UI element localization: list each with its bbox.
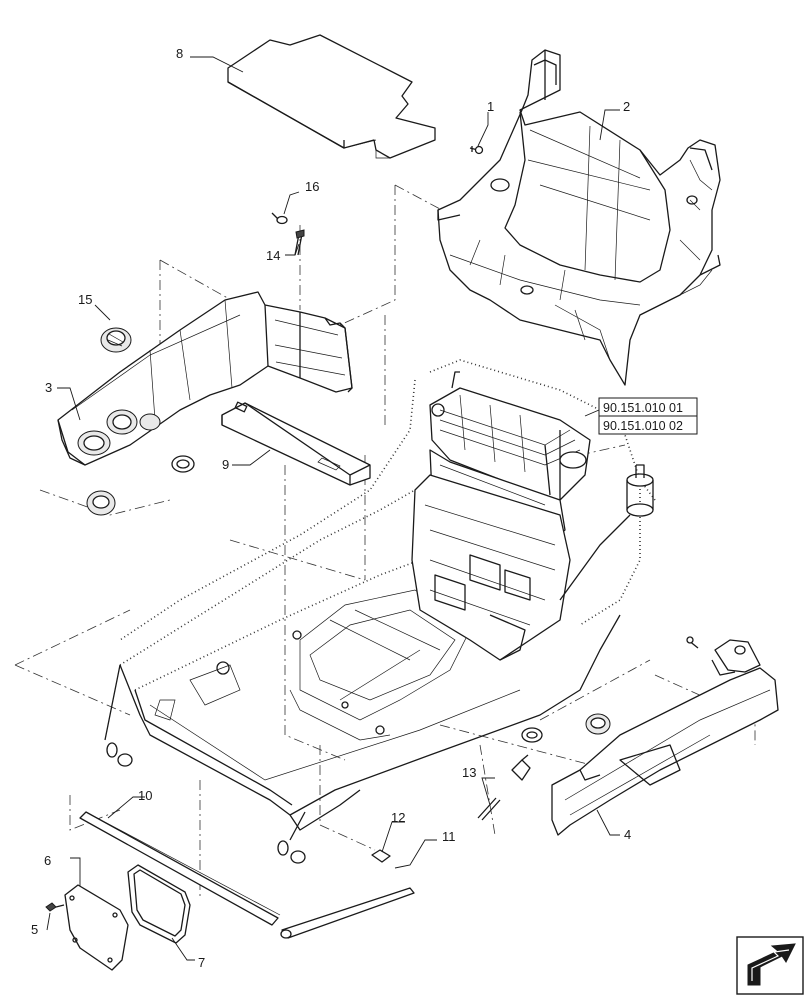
- callout-11: 11: [442, 829, 456, 844]
- part-3-left-duct[interactable]: [57, 291, 353, 466]
- part-12-clip[interactable]: [371, 849, 391, 863]
- part-1-screw[interactable]: [469, 145, 484, 155]
- part-15-vent[interactable]: [100, 327, 132, 353]
- part-4-right-duct[interactable]: [551, 636, 779, 836]
- part-5-screw[interactable]: [45, 902, 65, 912]
- part-10-strip[interactable]: [79, 811, 281, 926]
- part-6-cover[interactable]: [64, 884, 129, 971]
- callout-5: 5: [31, 922, 38, 937]
- vent-ring-right[interactable]: [521, 727, 543, 743]
- part-9-block[interactable]: [221, 401, 371, 486]
- callout-6: 6: [44, 853, 51, 868]
- callout-15: 15: [78, 292, 92, 307]
- mount-post: [559, 464, 654, 601]
- reference-box-1[interactable]: 90.151.010 01: [598, 397, 698, 417]
- callout-3: 3: [45, 380, 52, 395]
- callouts: 8 1 2 16 14 15 3 9 4 10 13 12 11 6 5 7: [31, 46, 631, 970]
- vent-ring[interactable]: [171, 455, 195, 473]
- reference-label-1: 90.151.010 01: [603, 401, 683, 415]
- callout-4: 4: [624, 827, 631, 842]
- callout-12: 12: [391, 810, 405, 825]
- callout-1: 1: [487, 99, 494, 114]
- seat-base-frame: [104, 359, 656, 864]
- part-7-gasket[interactable]: [127, 864, 191, 944]
- part-13-pin[interactable]: [477, 797, 501, 821]
- vent-round-lower[interactable]: [86, 490, 116, 516]
- callout-2: 2: [623, 99, 630, 114]
- reference-box-2[interactable]: 90.151.010 02: [598, 415, 698, 435]
- floor-plate: [289, 589, 471, 741]
- clip-right[interactable]: [511, 754, 531, 781]
- callout-13: 13: [462, 765, 476, 780]
- part-2-seat-shell[interactable]: [437, 49, 721, 386]
- part-14-pin[interactable]: [294, 229, 305, 256]
- hvac-unit[interactable]: [411, 371, 591, 661]
- part-8-pad[interactable]: [227, 34, 436, 159]
- part-16-nut[interactable]: [271, 212, 288, 225]
- callout-10: 10: [138, 788, 152, 803]
- callout-8: 8: [176, 46, 183, 61]
- vent-round-right[interactable]: [585, 713, 611, 735]
- navigate-arrow-icon[interactable]: [736, 936, 804, 995]
- part-11-strip[interactable]: [280, 887, 415, 939]
- callout-16: 16: [305, 179, 319, 194]
- callout-9: 9: [222, 457, 229, 472]
- callout-14: 14: [266, 248, 280, 263]
- leader-lines: [46, 56, 620, 961]
- reference-label-2: 90.151.010 02: [603, 419, 683, 433]
- callout-7: 7: [198, 955, 205, 970]
